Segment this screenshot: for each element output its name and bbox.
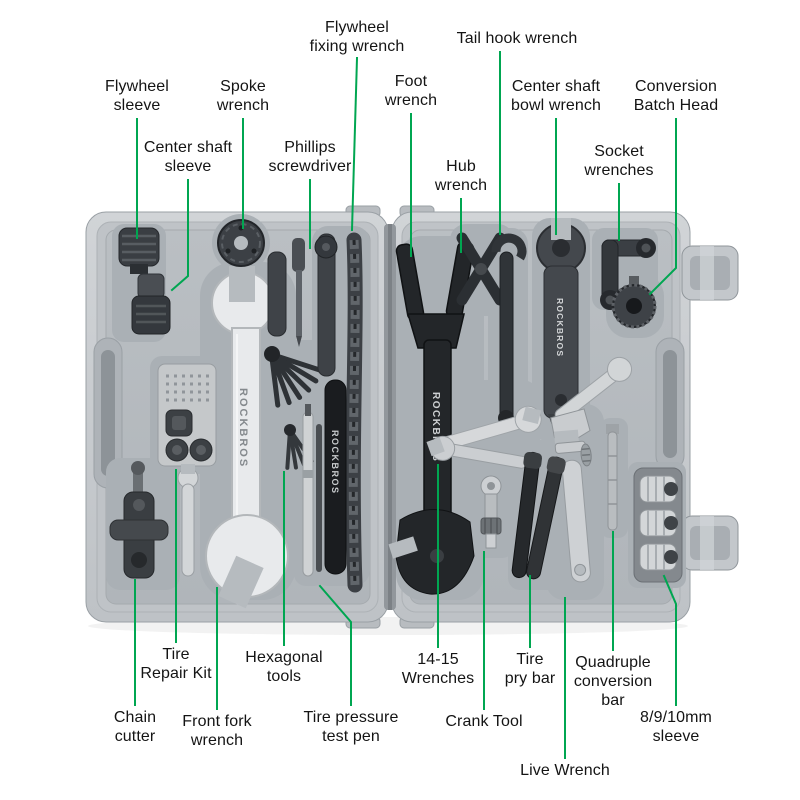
leader-tire-pressure-test-pen — [318, 584, 352, 706]
tire-pressure-pen-tool — [302, 404, 322, 577]
conversion-batch-head-tool — [611, 276, 657, 329]
small-wrench-tool — [177, 464, 199, 577]
phillips-screwdriver-tool — [267, 238, 305, 347]
leader-flywheel-fixing-wrench — [350, 56, 359, 232]
live-wrench-tool — [550, 408, 592, 583]
spoke-wrench-tool — [217, 219, 265, 267]
latch-top — [681, 245, 739, 301]
leader-center-shaft-sleeve — [170, 179, 189, 292]
flywheel-sleeve-tool — [118, 227, 160, 274]
tire-pry-bar-tool — [511, 451, 566, 580]
chain-tool — [345, 232, 363, 593]
crank-tool-tool — [480, 475, 502, 549]
center-shaft-sleeve-tool — [131, 273, 171, 335]
quadruple-conversion-bar-tool — [606, 424, 619, 531]
leader-sleeve-8-9-10 — [662, 574, 677, 706]
foot-wrench-tool: ROCKBROS — [388, 241, 475, 595]
brand-text-ruler: ROCKBROS — [330, 430, 340, 495]
flywheel-fixing-wrench-tool — [314, 233, 338, 377]
flat-wrench-tool — [554, 356, 633, 423]
brand-text-bowl-wrench: ROCKBROS — [555, 298, 565, 357]
tail-hook-wrench-tool — [491, 233, 527, 426]
center-shaft-bowl-wrench-tool: ROCKBROS — [536, 218, 586, 434]
hexagonal-tools-tool — [264, 346, 324, 470]
sleeve-8-9-10-tool — [633, 467, 683, 583]
wrenches-14-15-tool — [426, 405, 542, 469]
brand-text-foot-wrench: ROCKBROS — [430, 392, 441, 462]
leader-conversion-batch-head — [648, 118, 677, 296]
front-fork-wrench-tool: ROCKBROS — [205, 266, 289, 609]
brand-text-front-fork-wrench: ROCKBROS — [237, 388, 249, 468]
chain-cutter-tool — [109, 461, 169, 579]
latch-bottom — [681, 515, 739, 571]
case-hinge — [384, 224, 396, 610]
tire-repair-kit-tool — [157, 363, 217, 467]
socket-wrenches-tool — [600, 238, 656, 310]
rockbros-ruler-tool: ROCKBROS — [324, 379, 347, 575]
